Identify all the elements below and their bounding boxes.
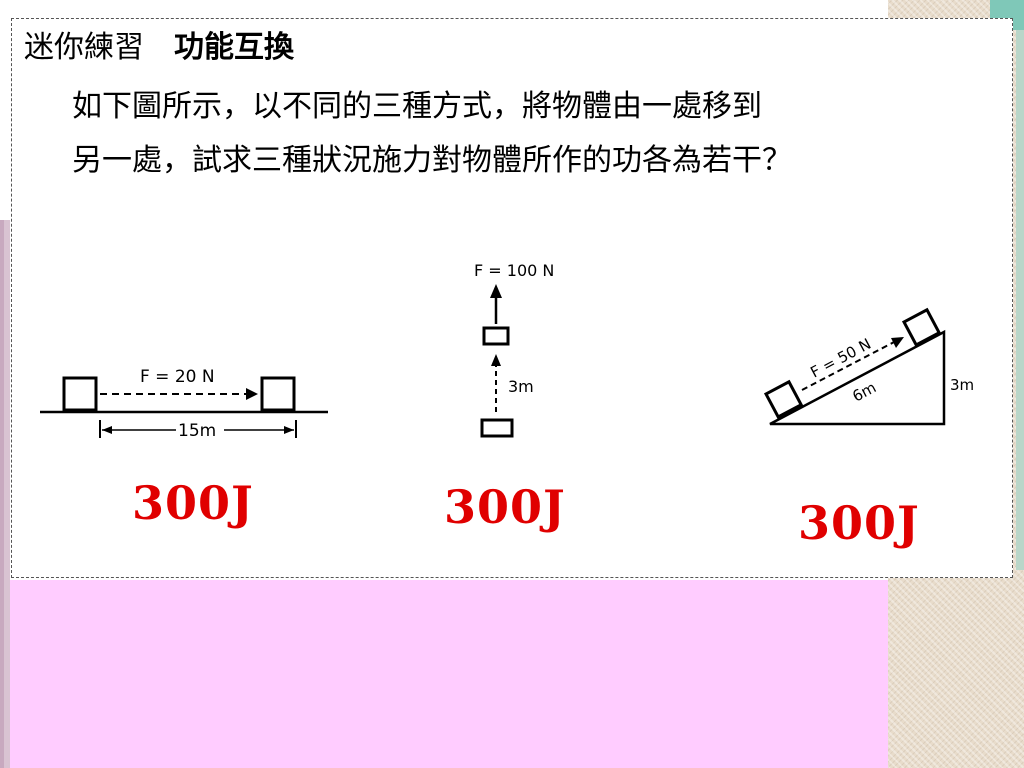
- distance-label-vertical: 3m: [508, 377, 534, 396]
- right-decor-strip: [1016, 30, 1024, 570]
- force-label-horizontal: F = 20 N: [140, 367, 215, 387]
- block-incline-bottom: [763, 379, 804, 419]
- diagram-vertical: F = 100 N 3m: [474, 261, 554, 438]
- force-label-vertical: F = 100 N: [474, 261, 554, 280]
- question-line-2: 另一處，試求三種狀況施力對物體所作的功各為若干？: [72, 143, 792, 178]
- heading-subtitle: 功能互換: [174, 30, 294, 65]
- block-bottom: [480, 418, 514, 438]
- lift-path-head: [491, 354, 501, 366]
- left-decor-strip: [0, 220, 10, 768]
- length-label-incline: 6m: [849, 378, 879, 405]
- incline-force-head: [891, 337, 904, 348]
- question-text: 如下圖所示，以不同的三種方式，將物體由一處移到 另一處，試求三種狀況施力對物體所…: [72, 80, 1012, 188]
- force-arrow-head: [246, 388, 258, 400]
- answer-horizontal: 300J: [132, 476, 254, 530]
- left-decor-edge: [0, 220, 4, 768]
- pink-background-block: [10, 580, 888, 768]
- answer-vertical: 300J: [444, 480, 566, 534]
- diagram-incline: F = 50 N 6m 3m: [763, 307, 974, 426]
- block-top: [482, 326, 510, 346]
- dim-arrow-right: [284, 426, 294, 434]
- answer-incline: 300J: [798, 496, 920, 550]
- question-line-1: 如下圖所示，以不同的三種方式，將物體由一處移到: [72, 89, 762, 124]
- block-start: [62, 376, 98, 412]
- incline-force-dashed: [801, 339, 899, 391]
- block-incline-top: [901, 307, 942, 347]
- height-label-incline: 3m: [950, 376, 974, 394]
- diagram-horizontal: F = 20 N 15m: [40, 367, 328, 441]
- distance-label-horizontal: 15m: [178, 421, 216, 441]
- slide-heading: 迷你練習功能互換: [24, 22, 294, 66]
- block-end: [260, 376, 296, 412]
- dim-arrow-left: [102, 426, 112, 434]
- incline-triangle: [769, 329, 946, 426]
- content-panel: [11, 18, 1013, 578]
- lift-arrow-head: [490, 284, 502, 298]
- heading-title: 迷你練習: [24, 30, 144, 65]
